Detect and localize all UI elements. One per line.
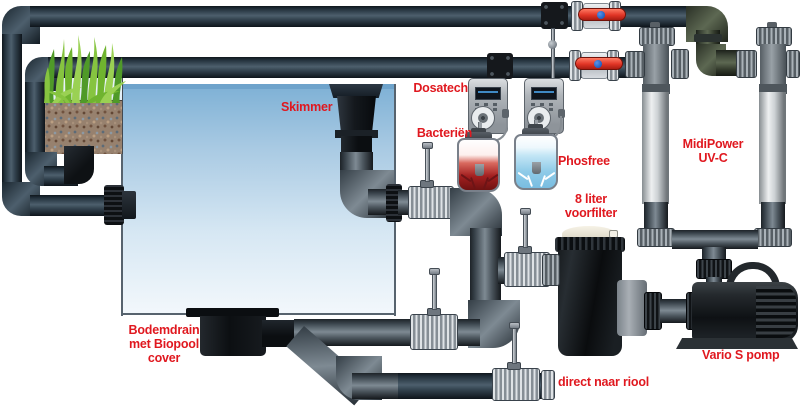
- uv-right-bottom-cap: [754, 228, 792, 247]
- return-pipe-left-vertical: [2, 34, 22, 190]
- dosatech-right-side-port: [558, 109, 565, 118]
- pump-riser-stub: [702, 247, 726, 261]
- prefilter-body: [558, 250, 622, 356]
- label-bodemdrain-line3: cover: [147, 351, 181, 365]
- sewer-valve-stem-cap: [509, 322, 520, 329]
- pump-line-pipe: [660, 299, 690, 323]
- label-voorfilter-line2: voorfilter: [564, 206, 618, 220]
- uv-bottom-manifold: [672, 230, 758, 249]
- phosfree-jar-lid-nub: [528, 124, 543, 130]
- label-voorfilter-line1: 8 liter: [575, 192, 607, 206]
- prefilter-lid-ring: [555, 237, 625, 252]
- bacteria-jar-lid-nub: [471, 128, 486, 134]
- prefilter-valve-stem-cap: [520, 208, 531, 215]
- return-pipe-wall-run: [30, 195, 108, 216]
- feed-pipe-vertical: [25, 82, 45, 164]
- label-midipower-line2: UV-C: [698, 151, 728, 165]
- injection-fitting-top-pipe: [541, 2, 568, 29]
- phosfree-jar-lid: [522, 128, 549, 139]
- sewer-pipe-end-cap: [541, 370, 555, 400]
- label-bodemdrain-line2: met Biopool: [128, 337, 200, 351]
- valve-feed-knob: [594, 60, 602, 68]
- uv-right-top-nub: [767, 22, 777, 29]
- return-pipe-top-run: [30, 6, 694, 27]
- plant-filter-gravel: [44, 100, 122, 154]
- skimmer-rim: [329, 84, 383, 98]
- uv-right-quartz-body: [759, 92, 786, 204]
- bodemdrain-line-union: [410, 314, 458, 350]
- label-skimmer: Skimmer: [281, 100, 333, 114]
- skimmer-valve-stem-cap: [422, 142, 433, 149]
- bodemdrain-valve-stem-cap: [429, 268, 440, 275]
- sewer-pipe-grey-lead: [352, 373, 404, 399]
- sewer-line-union: [492, 368, 540, 401]
- sewer-valve-stem-rod: [512, 328, 517, 364]
- bodemdrain-body: [200, 316, 266, 356]
- label-bacterien: Bacteriën: [416, 126, 472, 140]
- label-bodemdrain: Bodemdrain met Biopool cover: [123, 323, 205, 365]
- dosatech-right-display-line: [534, 91, 554, 93]
- dosatech-left-buttons-row1: [475, 103, 501, 106]
- feed-pipe-filter-inlet-elbow: [64, 146, 94, 184]
- label-riool: direct naar riool: [558, 375, 650, 389]
- uv-left-bottom-pipe: [644, 202, 668, 232]
- bacteria-jar-strainer: [475, 164, 484, 176]
- dosatech-left-side-port: [502, 109, 509, 118]
- uv-left-bottom-cap: [637, 228, 675, 247]
- bodemdrain-cover-plate: [186, 308, 279, 317]
- label-midipower-line1: MidiPower: [682, 137, 744, 151]
- label-voorfilter: 8 liter voorfilter: [548, 192, 634, 220]
- prefilter-outlet-flange: [617, 280, 647, 336]
- bacteria-jar-lid: [465, 132, 492, 143]
- prefilter-valve-stem-rod: [523, 214, 528, 248]
- plant-filter-grass: [44, 35, 126, 103]
- uv-left-inlet-union: [625, 51, 645, 78]
- valve-top-knob: [597, 11, 605, 19]
- uv-right-collar: [759, 84, 787, 94]
- pool-wall-inlet-nozzle: [122, 191, 136, 219]
- pump-front-ribs: [756, 286, 796, 338]
- feed-pipe-top-run: [48, 57, 628, 78]
- uv-right-bottom-pipe: [761, 202, 785, 232]
- skimmer-throat: [341, 136, 372, 156]
- dosatech-left-display: [475, 87, 501, 100]
- label-dosatech: Dosatech: [413, 81, 468, 95]
- label-vario-pomp: Vario S pomp: [702, 348, 780, 362]
- injection-fitting-feed-pipe: [487, 53, 513, 79]
- uv-left-top-nub: [650, 22, 660, 29]
- label-phosfree: Phosfree: [558, 154, 610, 168]
- dosing-line-joint: [548, 40, 557, 49]
- phosfree-jar-strainer: [532, 162, 541, 174]
- dosatech-right-display: [531, 87, 557, 100]
- uv-left-collar: [642, 84, 670, 94]
- uv-sbend-clamp: [694, 34, 722, 42]
- skimmer-body: [337, 96, 376, 132]
- bacteria-jar: [457, 138, 500, 192]
- skimmer-valve-stem-rod: [425, 148, 430, 182]
- pool-wall-inlet-flange: [104, 185, 124, 225]
- pool-waterline: [123, 84, 395, 89]
- uv-left-quartz-body: [642, 92, 669, 204]
- dosatech-right-buttons-row1: [531, 103, 557, 106]
- pump-riser-union: [696, 259, 732, 279]
- uv-left-side-cap: [671, 49, 689, 79]
- pump-base-plate: [676, 338, 798, 349]
- uv-right-tee-body: [760, 44, 786, 90]
- uv-right-inlet-union: [736, 50, 757, 78]
- label-bodemdrain-line1: Bodemdrain: [128, 323, 200, 337]
- label-midipower: MidiPower UV-C: [668, 137, 758, 165]
- uv-left-tee-body: [643, 44, 669, 90]
- skimmer-flange-step: [335, 130, 378, 138]
- uv-right-side-coupling: [786, 50, 800, 78]
- pump-handle: [726, 262, 780, 288]
- skimmer-line-union: [408, 186, 454, 219]
- prefilter-inlet-coupling: [542, 254, 560, 286]
- bodemdrain-valve-stem-rod: [432, 274, 437, 310]
- pump-inlet-stub: [706, 277, 722, 285]
- dosatech-left-display-line: [478, 91, 498, 93]
